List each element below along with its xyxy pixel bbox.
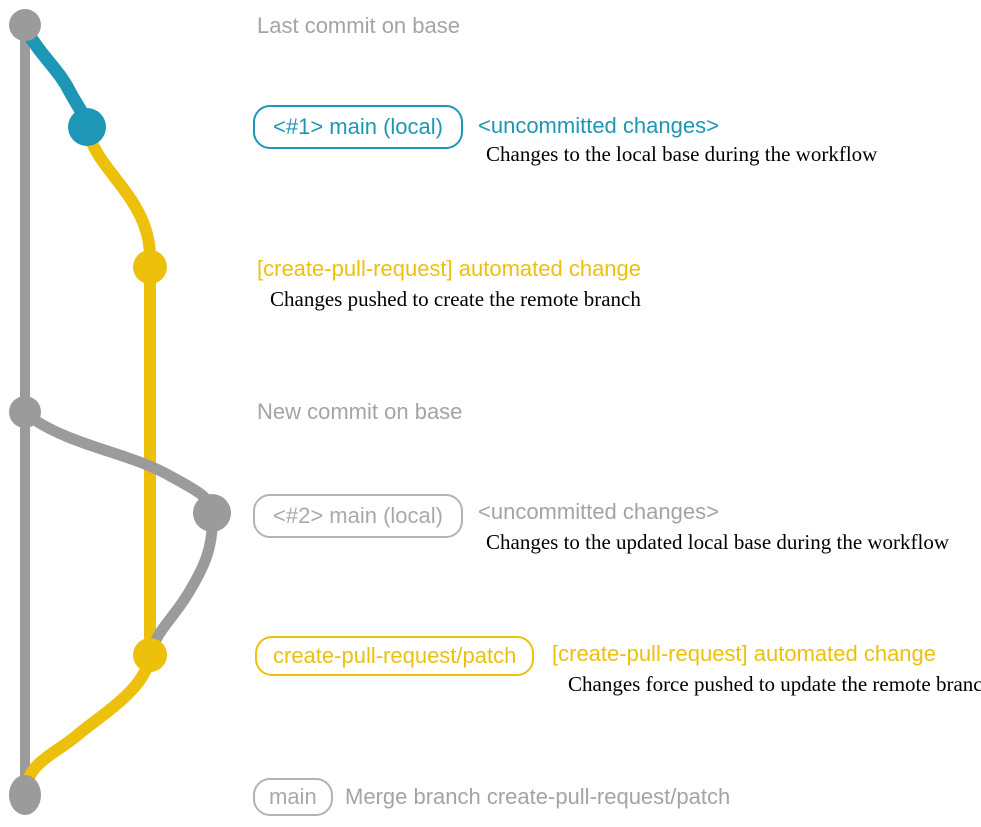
branch-badge-main: main [253, 778, 333, 816]
updated-local-main-line [20, 408, 218, 518]
uncommitted-changes-heading-2: <uncommitted changes> [478, 499, 719, 524]
automated-change-heading-1: [create-pull-request] automated change [257, 256, 642, 281]
commit-dot-last-base [9, 9, 41, 41]
local-main-branch-line [18, 21, 94, 131]
commit-dot-new-base [9, 396, 41, 428]
last-commit-label: Last commit on base [257, 13, 460, 38]
branch-badge-main-local-1: <#1> main (local) [253, 105, 463, 149]
automated-change1-description: Changes pushed to create the remote bran… [270, 287, 641, 311]
git-graph [9, 9, 231, 815]
merge-commit-label: Merge branch create-pull-request/patch [345, 784, 731, 809]
branch-badge-patch: create-pull-request/patch [255, 636, 535, 676]
automated-change-heading-2: [create-pull-request] automated change [552, 641, 937, 666]
commit-dot-merge [9, 775, 41, 815]
branch-badge-main-local-2: <#2> main (local) [253, 494, 463, 538]
commit-dot-patch-2 [133, 638, 167, 672]
commit-dot-patch-1 [133, 250, 167, 284]
patch-branch-merge-line [19, 651, 156, 799]
new-commit-label: New commit on base [257, 399, 463, 424]
uncommitted-changes-heading-1: <uncommitted changes> [478, 113, 719, 138]
commit2-description: Changes to the updated local base during… [486, 530, 950, 554]
commit-dot-local-main-2 [193, 494, 231, 532]
commit1-description: Changes to the local base during the wor… [486, 142, 878, 166]
automated-change2-description: Changes force pushed to update the remot… [568, 672, 981, 696]
updated-local-main-line-2 [146, 508, 218, 658]
commit-dot-local-main-1 [68, 108, 106, 146]
patch-branch-line-top [81, 122, 156, 272]
